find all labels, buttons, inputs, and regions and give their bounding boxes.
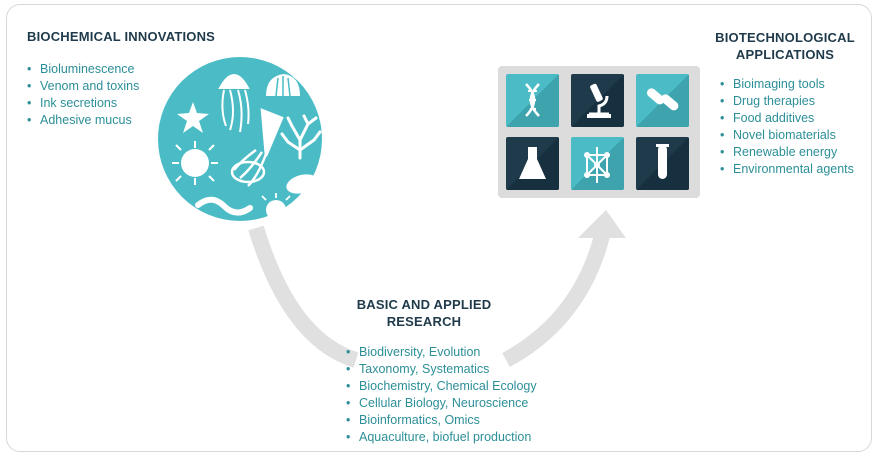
research-list: Biodiversity, Evolution Taxonomy, System… bbox=[346, 344, 537, 446]
biotech-heading: BIOTECHNOLOGICAL APPLICATIONS bbox=[710, 29, 860, 63]
list-item: Novel biomaterials bbox=[720, 127, 854, 144]
biochemical-heading: BIOCHEMICAL INNOVATIONS bbox=[27, 29, 216, 44]
biochemical-list: Bioluminescence Venom and toxins Ink sec… bbox=[27, 61, 139, 129]
cone-snail-icon bbox=[286, 174, 318, 194]
list-item: Taxonomy, Systematics bbox=[346, 361, 537, 378]
list-item: Bioinformatics, Omics bbox=[346, 412, 537, 429]
test-tube-tile bbox=[636, 137, 689, 190]
molecule-tile bbox=[571, 137, 624, 190]
research-heading-line1: BASIC AND APPLIED bbox=[356, 297, 492, 312]
list-item: Cellular Biology, Neuroscience bbox=[346, 395, 537, 412]
list-item: Aquaculture, biofuel production bbox=[346, 429, 537, 446]
sponge-icon bbox=[261, 193, 293, 227]
biotech-heading-line2: APPLICATIONS bbox=[735, 47, 835, 62]
list-item: Ink secretions bbox=[27, 95, 139, 112]
sea-urchin-icon bbox=[172, 141, 218, 185]
list-item: Bioimaging tools bbox=[720, 76, 854, 93]
organism-circle bbox=[158, 57, 322, 221]
list-item: Food additives bbox=[720, 110, 854, 127]
research-heading-line2: RESEARCH bbox=[386, 314, 462, 329]
list-item: Environmental agents bbox=[720, 161, 854, 178]
cycle-arrow-rise bbox=[502, 233, 610, 368]
list-item: Drug therapies bbox=[720, 93, 854, 110]
starfish-icon bbox=[177, 102, 209, 133]
dna-icon bbox=[506, 74, 559, 127]
jellyfish-icon bbox=[218, 74, 250, 133]
application-tile-panel bbox=[498, 66, 700, 198]
worm-icon bbox=[195, 196, 253, 216]
list-item: Biochemistry, Chemical Ecology bbox=[346, 378, 537, 395]
pills-icon bbox=[636, 74, 689, 127]
biotech-list: Bioimaging tools Drug therapies Food add… bbox=[720, 76, 854, 178]
list-item: Bioluminescence bbox=[27, 61, 139, 78]
research-heading: BASIC AND APPLIED RESEARCH bbox=[344, 296, 504, 330]
flask-tile bbox=[506, 137, 559, 190]
molecule-icon bbox=[571, 137, 624, 190]
biotech-heading-line1: BIOTECHNOLOGICAL bbox=[715, 30, 855, 45]
test-tube-icon bbox=[636, 137, 689, 190]
microscope-icon bbox=[571, 74, 624, 127]
cycle-arrowhead bbox=[578, 210, 626, 238]
pills-tile bbox=[636, 74, 689, 127]
list-item: Venom and toxins bbox=[27, 78, 139, 95]
shell-icon bbox=[266, 74, 300, 97]
squid-icon bbox=[230, 108, 284, 187]
list-item: Renewable energy bbox=[720, 144, 854, 161]
list-item: Adhesive mucus bbox=[27, 112, 139, 129]
cycle-arrow bbox=[248, 225, 359, 368]
dna-tile bbox=[506, 74, 559, 127]
microscope-tile bbox=[571, 74, 624, 127]
list-item: Biodiversity, Evolution bbox=[346, 344, 537, 361]
coral-icon bbox=[280, 114, 322, 160]
flask-icon bbox=[506, 137, 559, 190]
